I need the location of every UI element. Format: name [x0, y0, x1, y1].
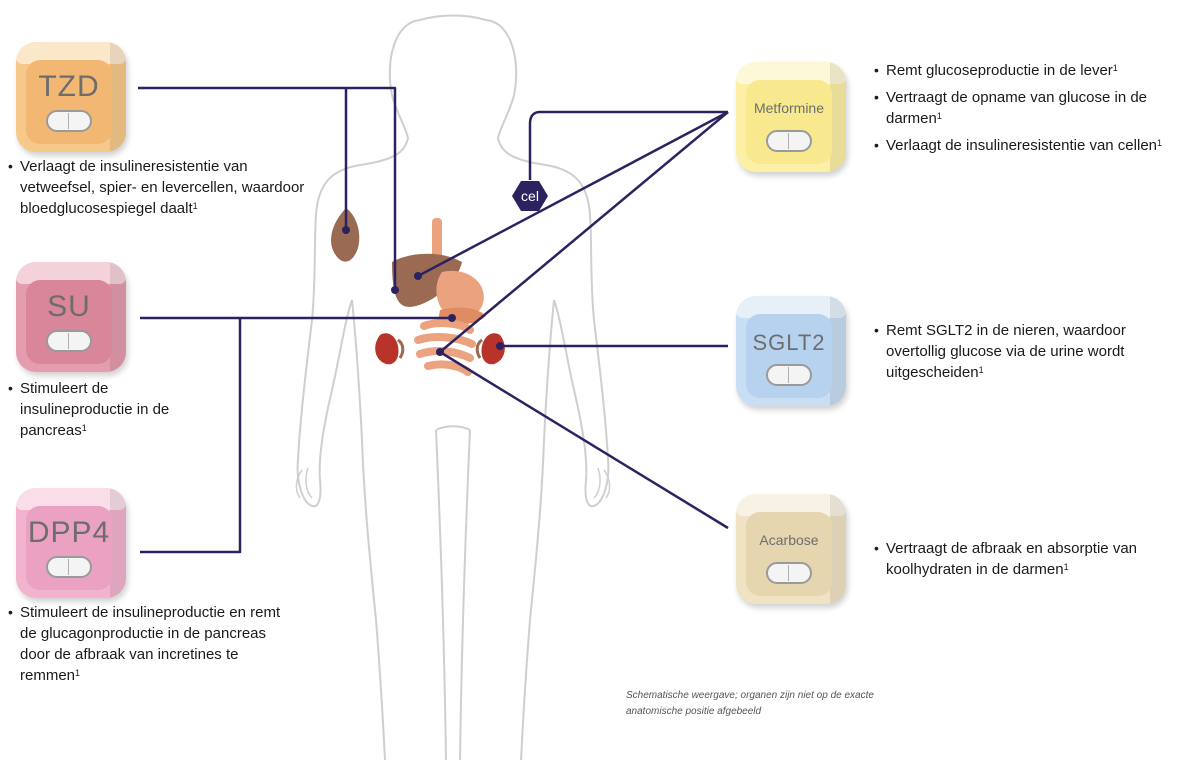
- bullet-item: Remt glucoseproductie in de lever1: [874, 60, 1194, 81]
- pill-icon: [766, 562, 812, 584]
- metformine-label: Metformine: [746, 100, 832, 116]
- footnote-ref: 1: [82, 423, 87, 433]
- footnote-ref: 1: [75, 668, 80, 678]
- metformine-cel-connector: [530, 112, 728, 180]
- sglt2-description: Remt SGLT2 in de nieren, waardoor overto…: [874, 320, 1164, 389]
- bullet-text: Verlaagt de insulineresistentie van cell…: [886, 137, 1157, 154]
- sglt2-cube: SGLT2: [736, 296, 846, 406]
- left-ureter: [398, 340, 403, 358]
- bullet-text: Stimuleert de insulineproductie in de pa…: [20, 380, 169, 439]
- dpp4-description: Stimuleert de insulineproductie en remt …: [8, 602, 286, 692]
- left-kidney-organ: [375, 333, 398, 364]
- su-cube-front: SU: [26, 280, 112, 364]
- acarbose-connector: [440, 352, 728, 528]
- footnote-ref: 1: [937, 111, 942, 121]
- dpp4-cube-front: DPP4: [26, 506, 112, 590]
- acarbose-cube: Acarbose: [736, 494, 846, 604]
- footnote-ref: 1: [1157, 138, 1162, 148]
- bullet-text: Vertraagt de afbraak en absorptie van ko…: [886, 540, 1137, 578]
- su-description: Stimuleert de insulineproductie in de pa…: [8, 378, 188, 447]
- esophagus-organ: [432, 218, 442, 260]
- pill-icon: [766, 130, 812, 152]
- footnote-ref: 1: [979, 365, 984, 375]
- bullet-text: Remt glucoseproductie in de lever: [886, 62, 1113, 79]
- bullet-item: Verlaagt de insulineresistentie van cell…: [874, 135, 1194, 156]
- acarbose-label: Acarbose: [746, 532, 832, 548]
- cel-label: cel: [512, 180, 548, 212]
- footnote-ref: 1: [1064, 562, 1069, 572]
- pill-icon: [766, 364, 812, 386]
- metformine-liver-connector: [418, 112, 728, 276]
- tzd-cube: TZD: [16, 42, 126, 152]
- tzd-label: TZD: [26, 70, 112, 104]
- dpp4-cube: DPP4: [16, 488, 126, 598]
- bullet-text: Remt SGLT2 in de nieren, waardoor overto…: [886, 322, 1126, 381]
- body-outline: [298, 16, 609, 760]
- pill-icon: [46, 110, 92, 132]
- right-ureter: [477, 340, 482, 358]
- bullet-item: Vertraagt de opname van glucose in de da…: [874, 87, 1194, 129]
- metformine-gut-connector: [440, 112, 728, 352]
- bullet-item: Verlaagt de insulineresistentie van vetw…: [8, 156, 308, 219]
- su-cube: SU: [16, 262, 126, 372]
- dpp4-label: DPP4: [26, 516, 112, 550]
- metformine-description: Remt glucoseproductie in de lever1 Vertr…: [874, 60, 1194, 162]
- metformine-cube: Metformine: [736, 62, 846, 172]
- schematic-note: Schematische weergave; organen zijn niet…: [626, 688, 916, 720]
- pill-icon: [46, 330, 92, 352]
- footnote-ref: 1: [193, 201, 198, 211]
- bullet-item: Remt SGLT2 in de nieren, waardoor overto…: [874, 320, 1164, 383]
- sglt2-label: SGLT2: [746, 330, 832, 356]
- bullet-item: Stimuleert de insulineproductie in de pa…: [8, 378, 188, 441]
- bullet-item: Vertraagt de afbraak en absorptie van ko…: [874, 538, 1164, 580]
- footnote-ref: 1: [1113, 63, 1118, 73]
- tzd-description: Verlaagt de insulineresistentie van vetw…: [8, 156, 308, 225]
- pill-icon: [46, 556, 92, 578]
- bullet-item: Stimuleert de insulineproductie en remt …: [8, 602, 286, 686]
- acarbose-cube-front: Acarbose: [746, 512, 832, 596]
- tzd-cube-front: TZD: [26, 60, 112, 144]
- su-label: SU: [26, 290, 112, 324]
- bullet-text: Verlaagt de insulineresistentie van vetw…: [20, 158, 304, 217]
- sglt2-cube-front: SGLT2: [746, 314, 832, 398]
- bullet-text: Stimuleert de insulineproductie en remt …: [20, 604, 280, 684]
- metformine-cube-front: Metformine: [746, 80, 832, 164]
- acarbose-description: Vertraagt de afbraak en absorptie van ko…: [874, 538, 1164, 586]
- bullet-text: Vertraagt de opname van glucose in de da…: [886, 89, 1147, 127]
